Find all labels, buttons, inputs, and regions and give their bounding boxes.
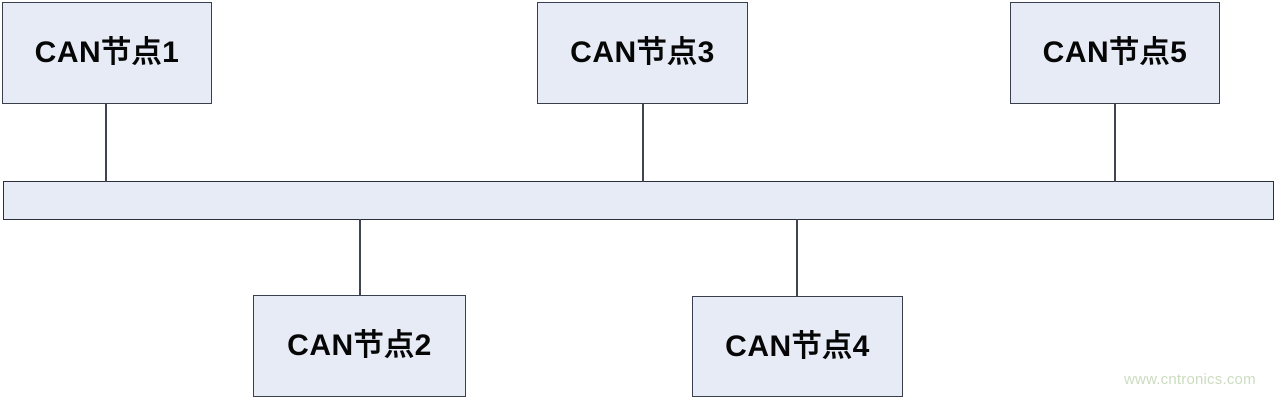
can-node-box-4[interactable]: CAN节点4 [692, 296, 903, 397]
can-node-label-5: CAN节点5 [1042, 36, 1188, 69]
can-node-label-4: CAN节点4 [725, 329, 870, 363]
can-node-label-1: CAN节点1 [34, 36, 180, 69]
connector-line-node4 [796, 219, 798, 297]
can-node-box-5[interactable]: CAN节点5 [1010, 2, 1220, 104]
connector-line-node5 [1114, 104, 1116, 182]
can-node-box-3[interactable]: CAN节点3 [537, 2, 748, 104]
site-watermark: www.cntronics.com [1124, 371, 1256, 388]
can-node-label-2: CAN节点2 [287, 329, 432, 362]
connector-line-node1 [105, 104, 107, 182]
can-node-box-2[interactable]: CAN节点2 [253, 295, 466, 397]
can-bus-bar [3, 181, 1274, 220]
connector-line-node2 [359, 219, 361, 296]
connector-line-node3 [642, 104, 644, 182]
can-node-box-1[interactable]: CAN节点1 [2, 2, 212, 104]
can-node-label-3: CAN节点3 [570, 36, 715, 69]
